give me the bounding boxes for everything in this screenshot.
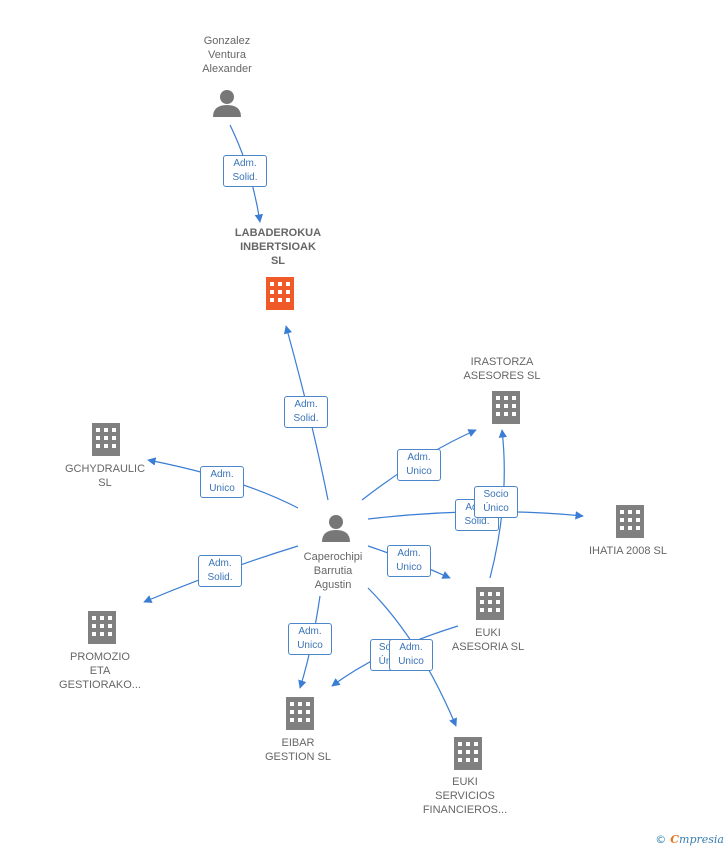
building-icon [286, 697, 314, 730]
edge-label[interactable]: Adm. Unico [389, 639, 433, 671]
edge-label[interactable]: Adm. Solid. [284, 396, 328, 428]
node-label-irastorza[interactable]: IRASTORZA ASESORES SL [463, 356, 541, 382]
edge-label[interactable]: Adm. Unico [288, 623, 332, 655]
copyright-icon: © [655, 833, 667, 846]
building-icon [88, 611, 116, 644]
edge-label[interactable]: Adm. Unico [200, 466, 244, 498]
building-icon [492, 391, 520, 424]
node-label-ihatia[interactable]: IHATIA 2008 SL [588, 545, 668, 557]
brand-logo: ©Cmpresia [655, 833, 724, 846]
person-icon [322, 515, 350, 542]
edge-label[interactable]: Adm. Solid. [198, 555, 242, 587]
node-label-labaderokua[interactable]: LABADEROKUA INBERTSIOAK SL [234, 227, 322, 267]
building-icon [476, 587, 504, 620]
edge-label[interactable]: Socio Único [474, 486, 518, 518]
building-icon-focus [266, 277, 294, 310]
node-label-euki-asesoria[interactable]: EUKI ASESORIA SL [451, 627, 525, 653]
node-label-euki-servicios[interactable]: EUKI SERVICIOS FINANCIEROS... [422, 776, 508, 816]
building-icon [616, 505, 644, 538]
building-icon [454, 737, 482, 770]
node-label-caperochipi[interactable]: Caperochipi Barrutia Agustin [303, 551, 363, 591]
edge-label[interactable]: Adm. Unico [397, 449, 441, 481]
node-label-gonzalez[interactable]: Gonzalez Ventura Alexander [202, 35, 252, 75]
person-icon [213, 90, 241, 117]
node-label-gchydraulic[interactable]: GCHYDRAULIC SL [64, 463, 146, 489]
node-label-eibar[interactable]: EIBAR GESTION SL [264, 737, 332, 763]
building-icon [92, 423, 120, 456]
edge-label[interactable]: Adm. Unico [387, 545, 431, 577]
node-label-promozio[interactable]: PROMOZIO ETA GESTIORAKO... [59, 651, 141, 691]
edge-label[interactable]: Adm. Solid. [223, 155, 267, 187]
